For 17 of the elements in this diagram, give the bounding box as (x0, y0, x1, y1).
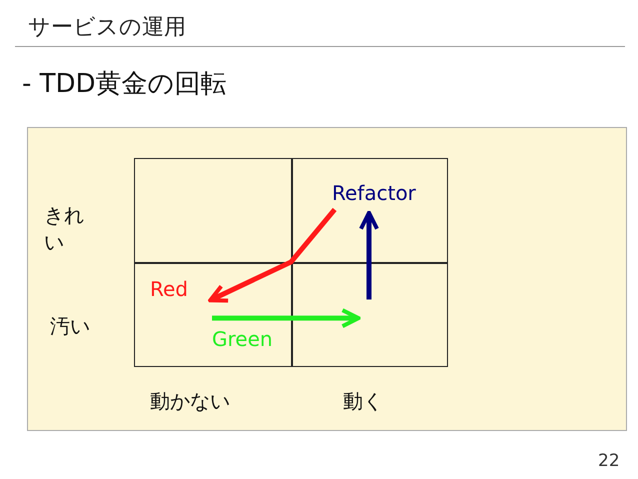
page-number: 22 (598, 451, 620, 471)
bullet-heading: - TDD黄金の回転 (22, 68, 227, 101)
edge-label: Refactor (332, 181, 416, 205)
row-label: 汚い (50, 313, 90, 340)
edge-label: Green (212, 327, 273, 351)
grid-cell (292, 158, 448, 263)
arrow (359, 210, 379, 300)
panel-background (27, 127, 627, 431)
grid-cell (134, 263, 292, 367)
grid-cell (292, 263, 448, 367)
row-label: きれい (44, 202, 85, 256)
column-label: 動く (343, 388, 383, 415)
column-label: 動かない (150, 388, 230, 415)
arrow (212, 308, 361, 328)
edge-label: Red (150, 277, 188, 301)
slide-title: サービスの運用 (28, 14, 186, 42)
grid-cell (134, 158, 292, 263)
